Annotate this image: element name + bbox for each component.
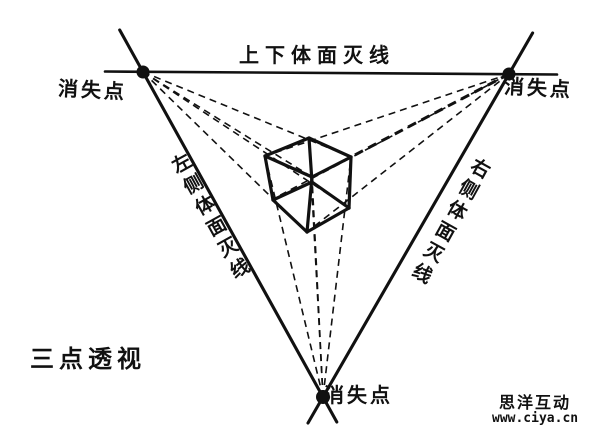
ray-left-vp-2 bbox=[142, 71, 313, 178]
ray-bottom-vp-2 bbox=[264, 155, 324, 398]
watermark-url: www.ciya.cn bbox=[492, 411, 579, 426]
ray-right-vp-1 bbox=[264, 73, 510, 157]
bottom-vanishing-point-dot bbox=[316, 390, 330, 404]
watermark-brand: 思洋互动 bbox=[499, 395, 572, 412]
triangle-edges bbox=[118, 28, 535, 425]
horizon-line bbox=[103, 70, 559, 76]
left-vanishing-point-label: 消失点 bbox=[57, 78, 128, 104]
ray-left-vp-1 bbox=[142, 71, 352, 158]
right-vanishing-point-dot bbox=[502, 67, 516, 81]
right-vanishing-line bbox=[306, 31, 535, 425]
bottom-vanishing-point-label: 消失点 bbox=[324, 385, 393, 407]
ray-left-vp-4 bbox=[142, 71, 308, 233]
right-vanishing-point-label: 消失点 bbox=[503, 76, 574, 102]
left-vanishing-line bbox=[118, 28, 339, 424]
diagram-title: 三点透视 bbox=[30, 346, 146, 373]
ray-right-vp-3 bbox=[306, 73, 510, 233]
left-vanishing-point-dot bbox=[136, 65, 150, 79]
horizon-line-label: 上下体面灭线 bbox=[239, 45, 395, 67]
perspective-cube bbox=[263, 136, 353, 234]
ray-bottom-vp-3 bbox=[322, 156, 352, 398]
vanishing-point-dots bbox=[136, 65, 516, 404]
ray-bottom-vp-4 bbox=[311, 176, 324, 398]
